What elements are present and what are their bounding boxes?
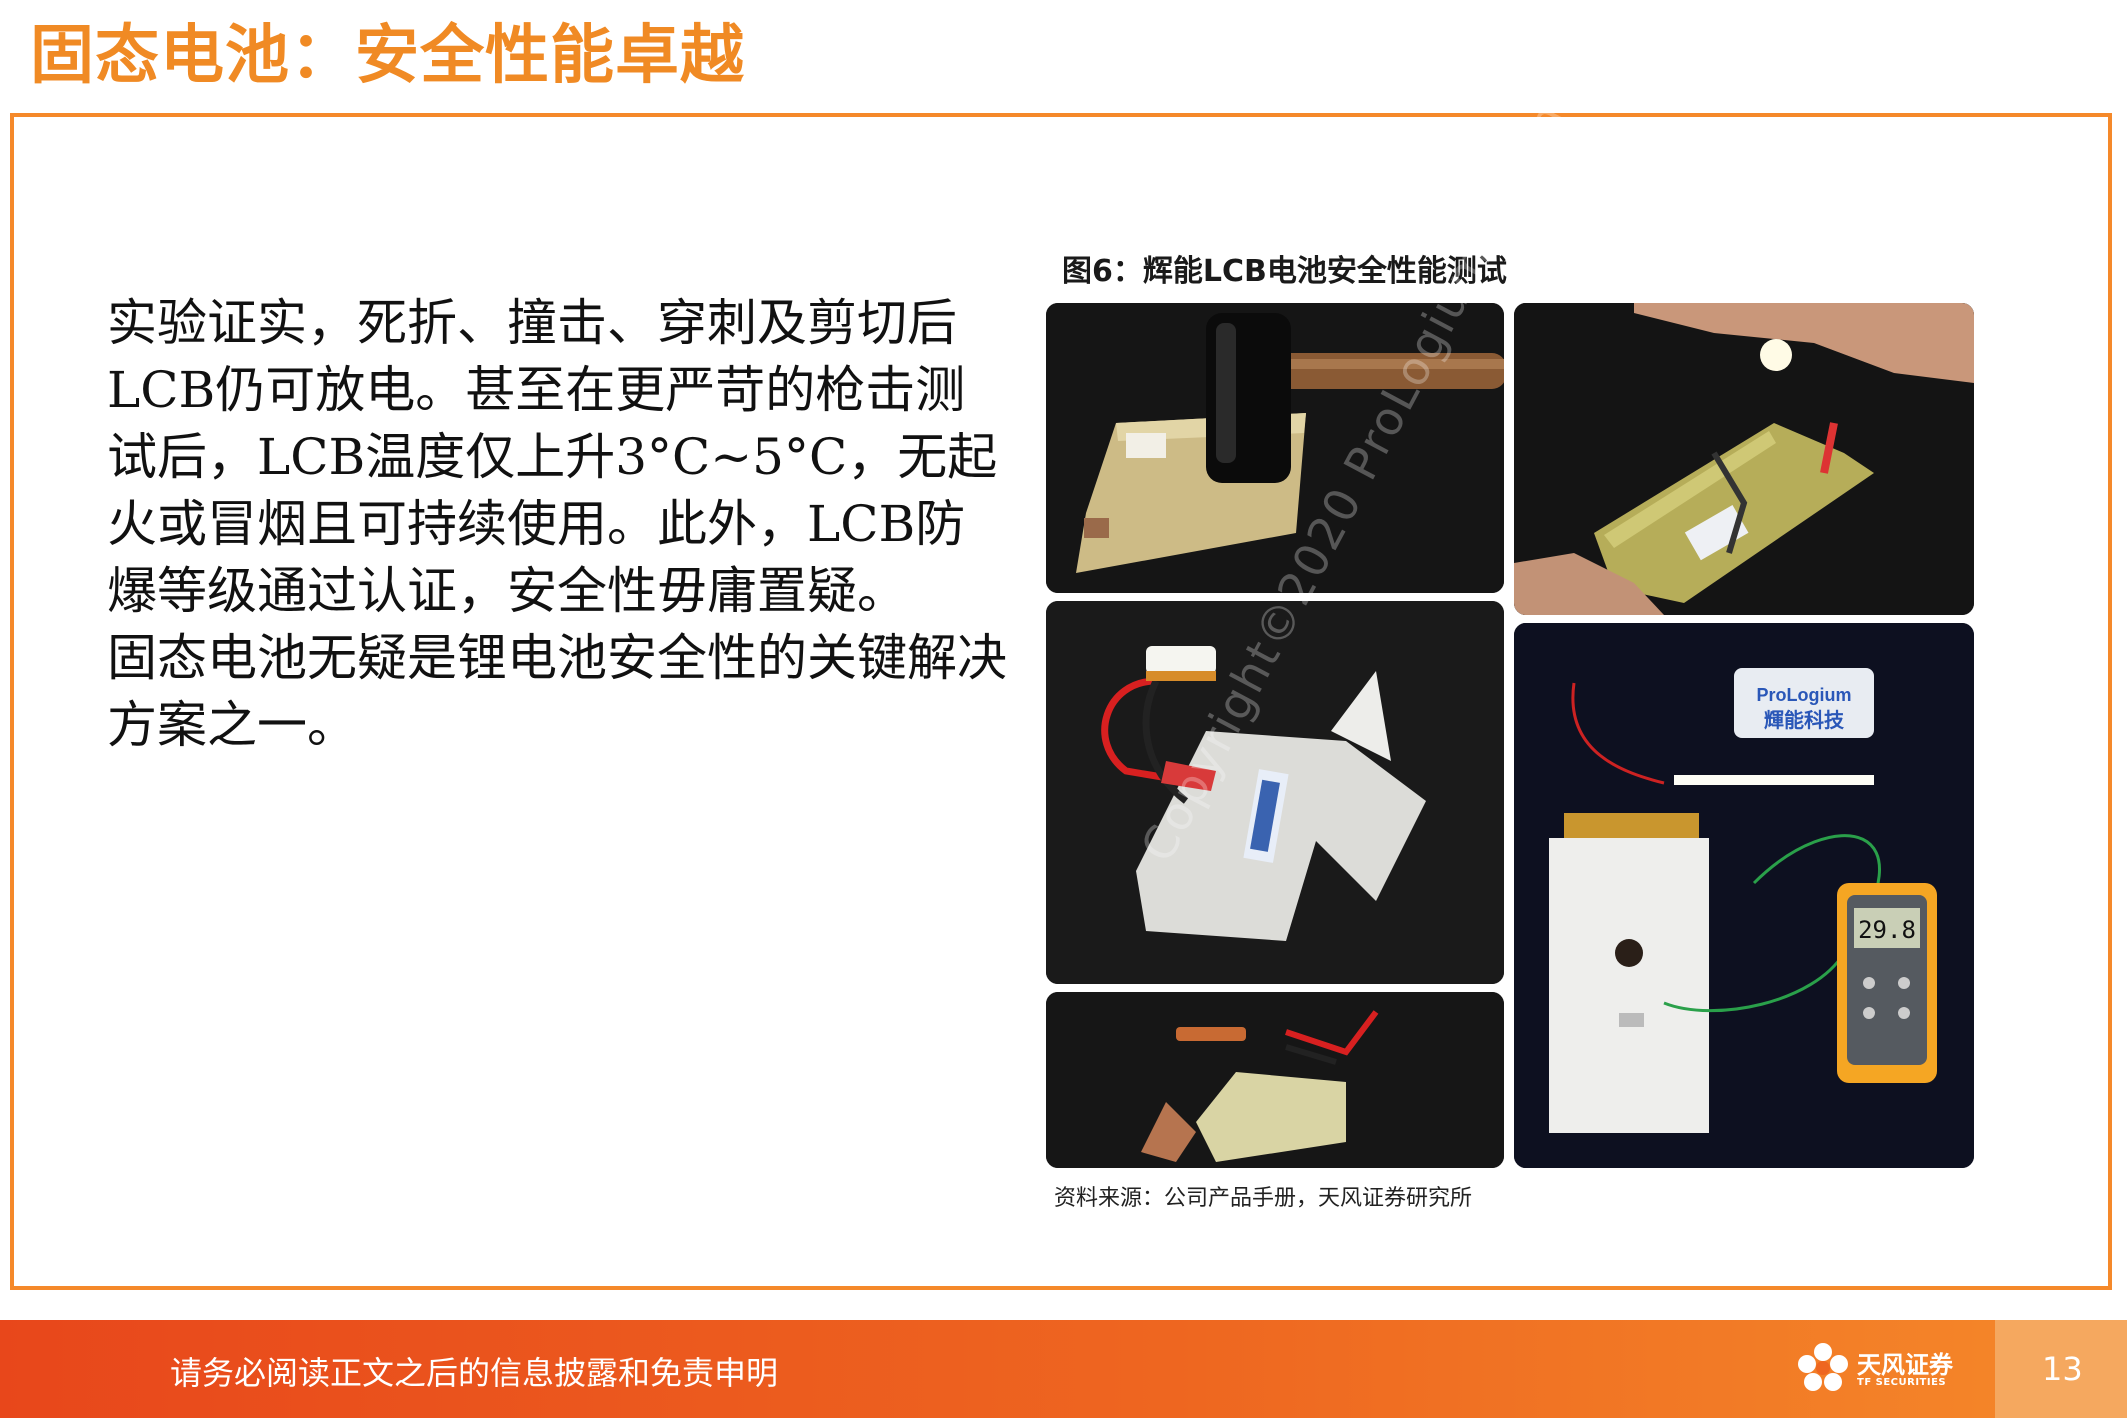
figure-source: 资料来源：公司产品手册，天风证券研究所 <box>1054 1186 1473 1211</box>
thermometer-reading: 29.8 <box>1858 916 1916 944</box>
disclaimer-text: 请务必阅读正文之后的信息披露和免责申明 <box>170 1354 779 1392</box>
figure-caption: 图6：辉能LCB电池安全性能测试 <box>1062 254 1507 289</box>
prologium-logo-cn: 輝能科技 <box>1764 708 1845 732</box>
prologium-logo-text: ProLogium <box>1757 685 1852 705</box>
hammer-impact-photo <box>1046 303 1504 593</box>
page-number: 13 <box>2042 1350 2083 1388</box>
gunshot-test-photo: ProLogium 輝能科技 29.8 <box>1514 623 1974 1168</box>
body-paragraph-1: 实验证实，死折、撞击、穿刺及剪切后LCB仍可放电。甚至在更严苛的枪击测试后，LC… <box>107 294 998 620</box>
content-frame <box>10 113 2112 1290</box>
bend-test-photo <box>1514 303 1974 615</box>
folded-battery-photo <box>1046 992 1504 1168</box>
brand-subtitle: TF SECURITIES <box>1857 1377 1947 1388</box>
footer-bar: 请务必阅读正文之后的信息披露和免责申明 天风证券 TF SECURITIES 1… <box>0 1320 2127 1418</box>
brand-logo: 天风证券 TF SECURITIES <box>1795 1340 1995 1400</box>
body-text: 实验证实，死折、撞击、穿刺及剪切后LCB仍可放电。甚至在更严苛的枪击测试后，LC… <box>107 290 1007 759</box>
brand-name: 天风证券 <box>1857 1351 1953 1379</box>
page-title: 固态电池：安全性能卓越 <box>30 19 745 93</box>
flower-logo-icon <box>1798 1343 1848 1391</box>
body-paragraph-2: 固态电池无疑是锂电池安全性的关键解决方案之一。 <box>107 629 1007 754</box>
cut-test-photo <box>1046 601 1504 984</box>
page-number-panel <box>1995 1320 2127 1418</box>
